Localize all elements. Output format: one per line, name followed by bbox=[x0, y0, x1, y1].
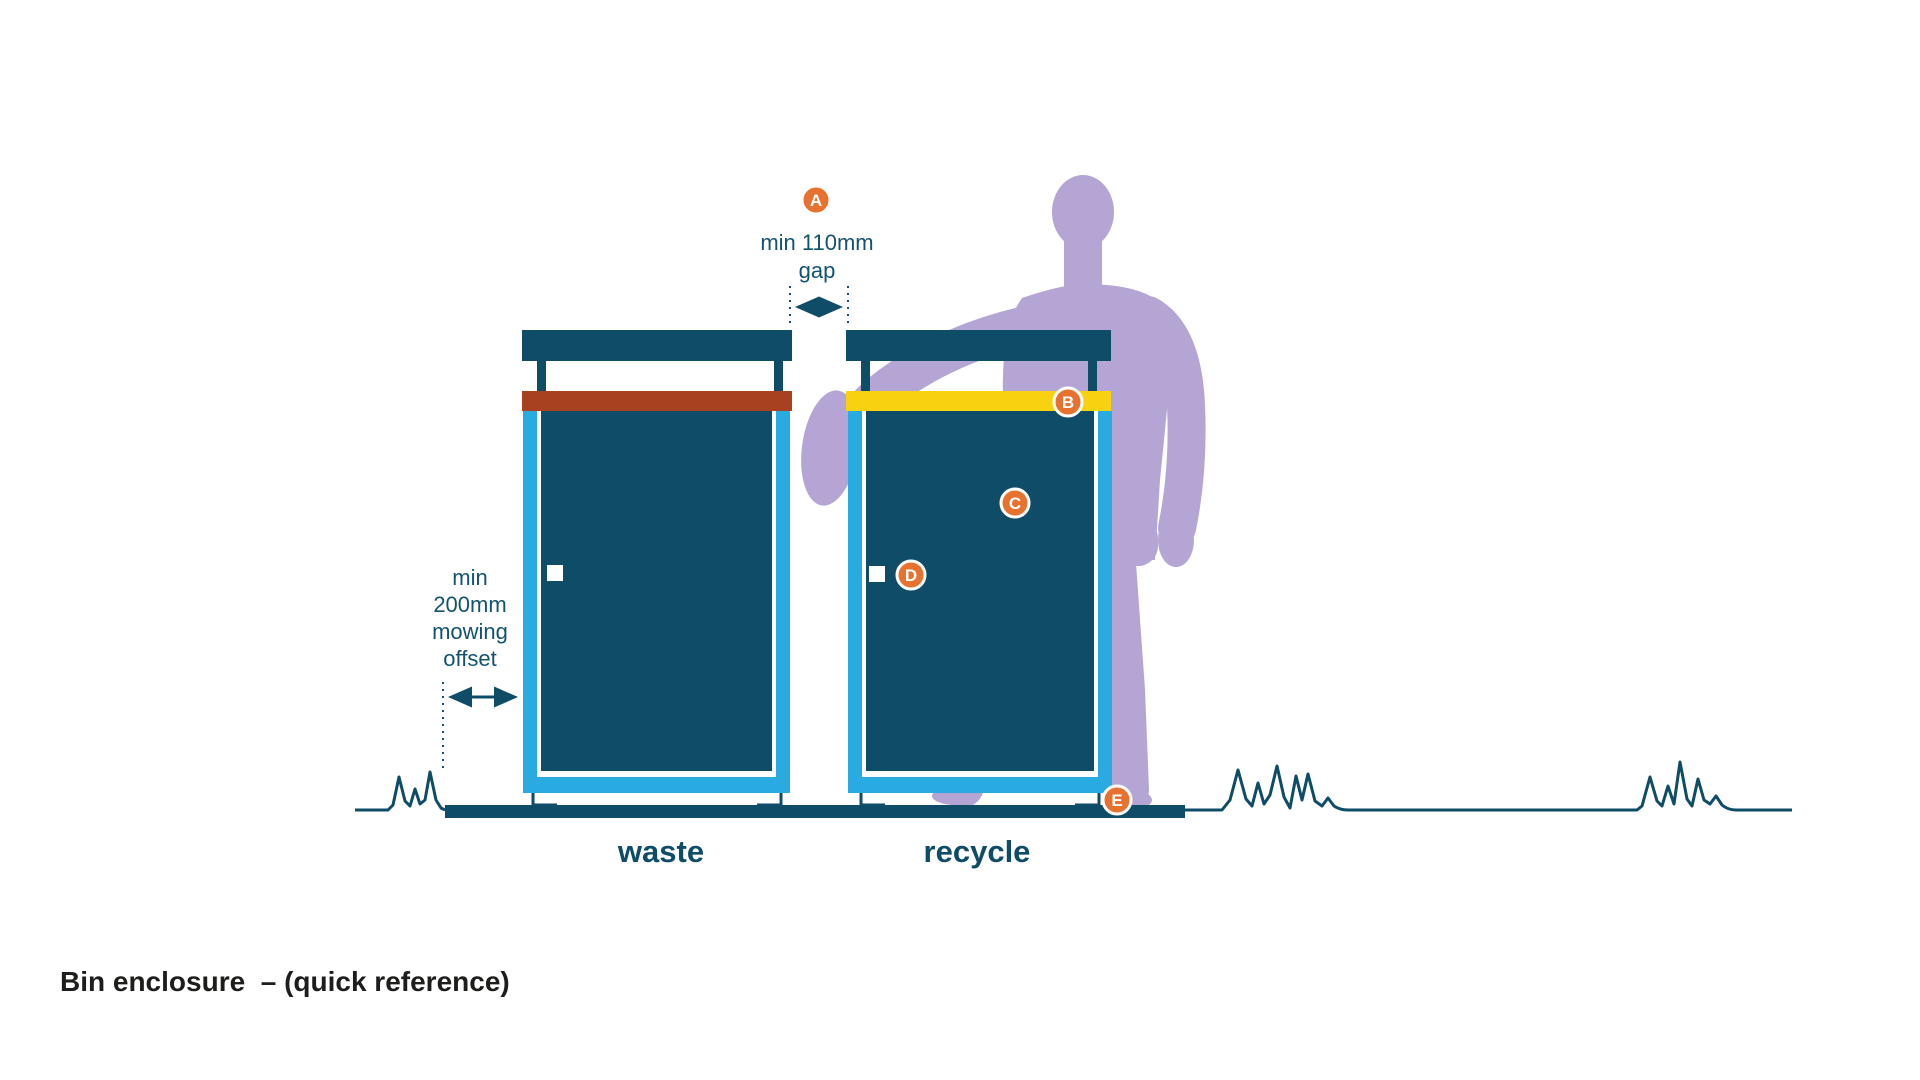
waste-bin-roof bbox=[522, 330, 792, 361]
mowing-offset-line3: mowing bbox=[432, 619, 508, 644]
gap-dimension: min 110mm gap bbox=[760, 230, 874, 328]
marker-e-circle bbox=[1101, 784, 1133, 816]
waste-bin bbox=[522, 330, 792, 807]
waste-bin-foot-left bbox=[531, 793, 557, 807]
recycle-bin-roof-post-left bbox=[861, 361, 870, 392]
recycle-bin-foot-right bbox=[1075, 793, 1101, 807]
ground bbox=[355, 760, 1792, 818]
person-hanging-arm bbox=[1129, 296, 1206, 547]
marker-d-circle bbox=[895, 559, 927, 591]
marker-a-circle bbox=[800, 184, 832, 216]
recycle-bin-door bbox=[866, 411, 1094, 771]
waste-bin-roof-post-right bbox=[774, 361, 783, 392]
ground-concrete-pad bbox=[445, 805, 1185, 818]
ground-grass-right bbox=[1185, 760, 1792, 812]
waste-bin-latch bbox=[547, 565, 563, 581]
marker-d-letter: D bbox=[905, 566, 917, 585]
marker-e: E bbox=[1101, 784, 1133, 816]
marker-b-circle bbox=[1052, 386, 1084, 418]
person-hand bbox=[801, 390, 859, 506]
marker-a-letter: A bbox=[810, 191, 822, 210]
marker-d: D bbox=[895, 559, 927, 591]
page-title: Bin enclosure – (quick reference) bbox=[60, 966, 510, 997]
waste-bin-door bbox=[541, 411, 772, 771]
recycle-bin-roof bbox=[846, 330, 1111, 361]
marker-c-letter: C bbox=[1009, 494, 1021, 513]
marker-b: B bbox=[1052, 386, 1084, 418]
marker-c: C bbox=[999, 487, 1031, 519]
mowing-offset-line2: 200mm bbox=[433, 592, 506, 617]
waste-bin-label: waste bbox=[617, 834, 704, 869]
recycle-bin bbox=[846, 330, 1112, 807]
recycle-bin-label: recycle bbox=[924, 834, 1031, 869]
recycle-bin-lid bbox=[846, 391, 1111, 411]
ground-grass-left bbox=[355, 770, 446, 812]
waste-bin-foot-right bbox=[757, 793, 783, 807]
person-neck bbox=[1064, 235, 1102, 290]
waste-bin-roof-post-left bbox=[537, 361, 546, 392]
person-back-leg bbox=[1091, 528, 1149, 812]
recycle-bin-foot-left bbox=[859, 793, 885, 807]
mowing-offset-line4: offset bbox=[443, 646, 496, 671]
marker-e-letter: E bbox=[1111, 791, 1122, 810]
waste-bin-lid bbox=[522, 391, 792, 411]
person-head bbox=[1052, 175, 1114, 249]
recycle-bin-roof-post-right bbox=[1088, 361, 1097, 392]
mowing-offset-line1: min bbox=[452, 565, 487, 590]
gap-dimension-line1: min 110mm bbox=[760, 230, 873, 255]
person-far-hand bbox=[1158, 513, 1194, 567]
marker-c-circle bbox=[999, 487, 1031, 519]
mowing-offset-dimension: min 200mm mowing offset bbox=[432, 565, 518, 768]
marker-a: A bbox=[800, 184, 832, 216]
gap-dimension-line2: gap bbox=[799, 258, 836, 283]
recycle-bin-latch bbox=[869, 566, 885, 582]
marker-b-letter: B bbox=[1062, 393, 1074, 412]
